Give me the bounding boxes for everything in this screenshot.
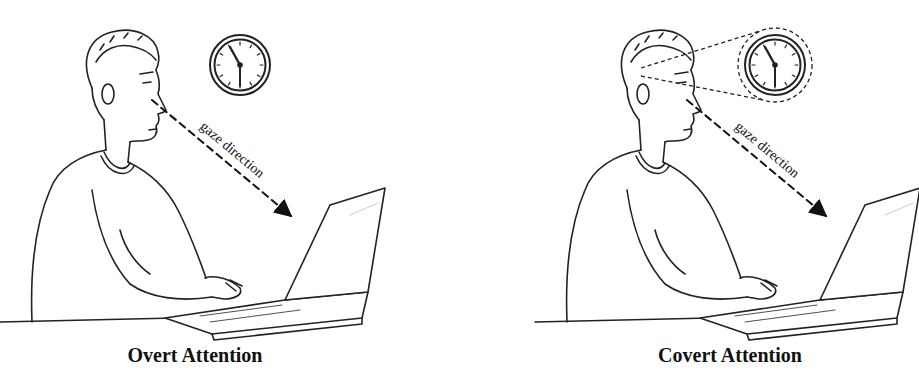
attention-spotlight: [641, 28, 812, 102]
gaze-label: gaze direction: [197, 119, 268, 182]
covert-scene: [535, 30, 919, 340]
panel-caption: Overt Attention: [128, 344, 263, 367]
gaze-label: gaze direction: [732, 119, 803, 182]
panel-caption: Covert Attention: [658, 344, 802, 367]
overt-scene: [0, 30, 385, 340]
